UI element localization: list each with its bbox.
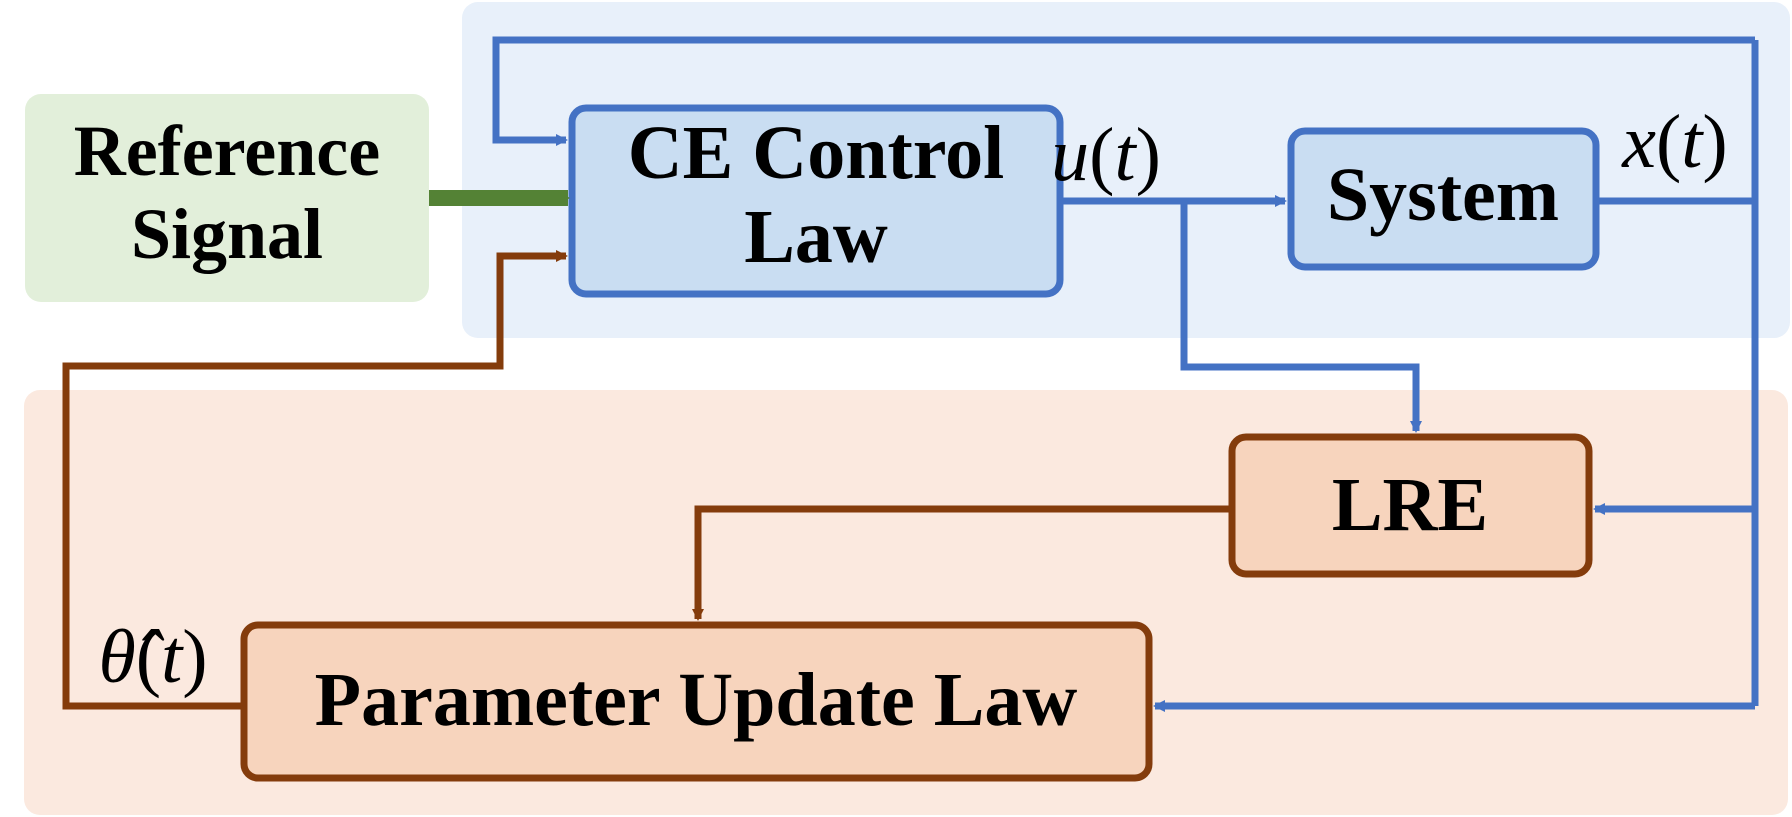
estimate-feedback-to-ce-arrow xyxy=(62,250,568,710)
parameter-update-law-block xyxy=(240,621,1153,782)
ce-control-law-label-line1: CE Control xyxy=(628,111,1005,195)
reference-signal-label-line1: Reference xyxy=(74,111,380,191)
reference-signal-block xyxy=(25,94,429,302)
parameter-update-law-label: Parameter Update Law xyxy=(315,658,1078,742)
reference-signal-label-line2: Signal xyxy=(131,194,323,274)
control-input-label: u(t) xyxy=(1051,113,1161,197)
state-feedback-to-ce-arrow xyxy=(492,36,1755,146)
control-input-to-lre-arrow xyxy=(1180,201,1422,433)
lre-label: LRE xyxy=(1332,463,1488,547)
system-label: System xyxy=(1327,153,1559,237)
lre-to-parameter-update-arrow xyxy=(692,505,1232,621)
state-label: x(t) xyxy=(1621,100,1727,184)
estimate-label: θ̂(t) xyxy=(98,615,207,699)
ce-control-law-label-line2: Law xyxy=(744,195,888,279)
